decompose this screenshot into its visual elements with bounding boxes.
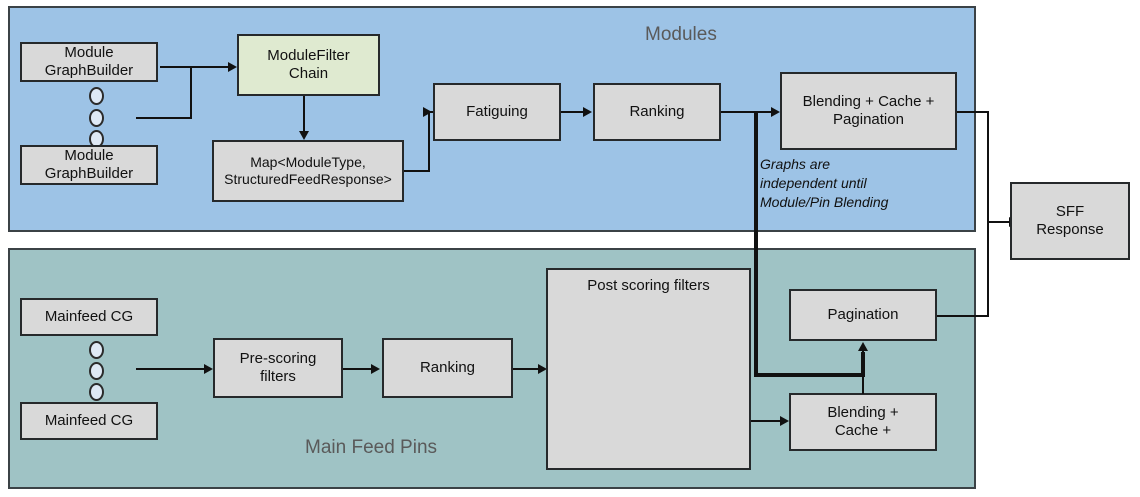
- gb-join-vertical: [190, 66, 192, 119]
- post-scoring-filters-group: Post scoring filters Post-scoring filter…: [546, 268, 751, 470]
- ranking-to-postscoring-h: [513, 368, 541, 370]
- map-modtype-structuredfeedresponse[interactable]: Map<ModuleType, StructuredFeedResponse>: [212, 140, 404, 202]
- mainfeed-blending-arrowhead: [780, 416, 789, 426]
- postscoring-arrowhead: [538, 364, 547, 374]
- mainfeed-blending-cache[interactable]: Blending + Cache +: [789, 393, 937, 451]
- mainfeed-ellipsis-dot-1: [89, 341, 104, 359]
- output-bus-to-sff-h: [987, 221, 1011, 223]
- mainfeed-pagination[interactable]: Pagination: [789, 289, 937, 341]
- filterchain-arrowhead: [228, 62, 237, 72]
- cross-panel-connector-up-v: [861, 352, 865, 374]
- postscoring-to-blending-h: [751, 420, 783, 422]
- mainfeed-ellipsis-dot-3: [89, 383, 104, 401]
- graphs-independent-note: Graphs are independent until Module/Pin …: [760, 156, 889, 210]
- cross-panel-connector-v: [754, 111, 758, 377]
- fatiguing-to-ranking-h: [561, 111, 585, 113]
- gb2-to-join-h: [136, 117, 192, 119]
- filterchain-to-map-v: [303, 96, 305, 134]
- modules-blending-to-out-h: [957, 111, 989, 113]
- module-graphbuilder-2[interactable]: Module GraphBuilder: [20, 145, 158, 185]
- mainfeed-to-prescoring-h: [136, 368, 206, 370]
- mainfeed-ranking-node[interactable]: Ranking: [382, 338, 513, 398]
- ranking-to-blending-h: [721, 111, 776, 113]
- cross-panel-connector-h: [754, 373, 865, 377]
- mainfeed-panel-label: Main Feed Pins: [305, 437, 438, 458]
- mainfeed-ranking-arrowhead: [371, 364, 380, 374]
- pre-scoring-filters[interactable]: Pre-scoring filters: [213, 338, 343, 398]
- modules-blending-cache-pagination[interactable]: Blending + Cache + Pagination: [780, 72, 957, 150]
- map-node-label: Map<ModuleType, StructuredFeedResponse>: [224, 154, 392, 187]
- prescoring-to-ranking-h: [343, 368, 373, 370]
- join-to-filterchain-h: [190, 66, 230, 68]
- modules-ranking-arrowhead: [583, 107, 592, 117]
- map-to-fatiguing-h1: [404, 170, 430, 172]
- mainfeed-ellipsis-dot-2: [89, 362, 104, 380]
- post-scoring-filters-title: Post scoring filters: [587, 277, 710, 294]
- modules-panel-label: Modules: [645, 24, 717, 45]
- map-arrowhead: [299, 131, 309, 140]
- modulefilter-chain[interactable]: ModuleFilter Chain: [237, 34, 380, 96]
- mainfeed-pagination-to-out-h: [937, 315, 989, 317]
- fatiguing-arrowhead: [423, 107, 432, 117]
- sff-response-node[interactable]: SFF Response: [1010, 182, 1130, 260]
- modules-ellipsis-dot-1: [89, 87, 104, 105]
- modules-ellipsis-dot-2: [89, 109, 104, 127]
- modules-blending-arrowhead: [771, 107, 780, 117]
- modules-ranking-node[interactable]: Ranking: [593, 83, 721, 141]
- fatiguing-node[interactable]: Fatiguing: [433, 83, 561, 141]
- pagination-arrowhead: [858, 342, 868, 351]
- prescoring-arrowhead: [204, 364, 213, 374]
- mainfeed-cg-2[interactable]: Mainfeed CG: [20, 402, 158, 440]
- gb1-to-filterchain-h: [160, 66, 192, 68]
- map-to-fatiguing-v: [428, 112, 430, 172]
- mainfeed-cg-1[interactable]: Mainfeed CG: [20, 298, 158, 336]
- output-bus-v: [987, 111, 989, 317]
- module-graphbuilder-1[interactable]: Module GraphBuilder: [20, 42, 158, 82]
